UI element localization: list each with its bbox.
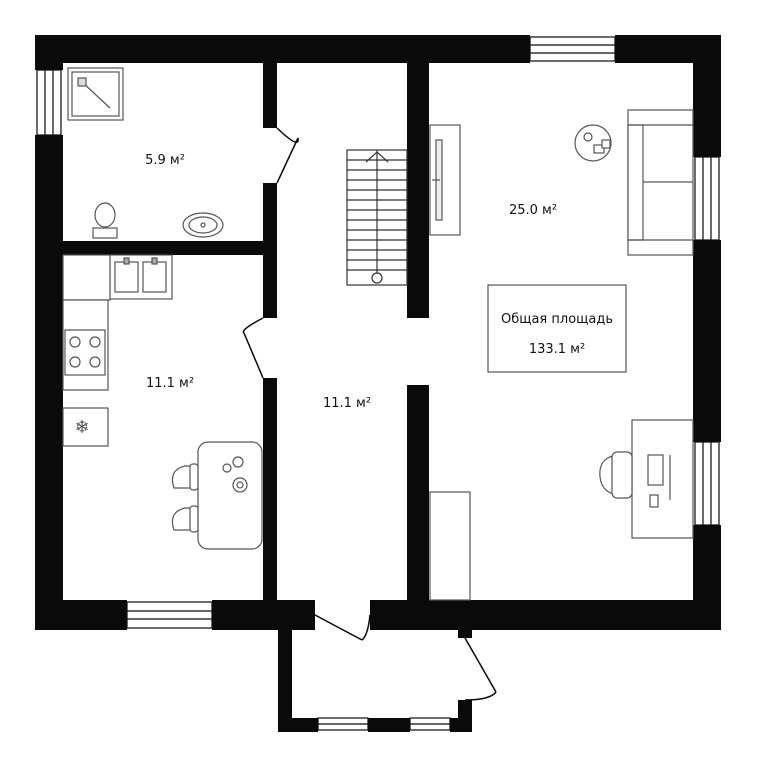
- door-kitchen: [243, 332, 264, 379]
- room-area-living: 25.0 м²: [509, 203, 557, 218]
- dining-table-icon: [197, 441, 263, 550]
- plant-icon: [574, 124, 612, 162]
- room-area-kitchen: 11.1 м²: [146, 376, 194, 391]
- outer-walls: [35, 35, 721, 630]
- office-chair-icon: [599, 451, 633, 499]
- door-entrance: [314, 614, 363, 641]
- total-area-title: Общая площадь: [501, 312, 613, 327]
- svg-text:❄: ❄: [74, 417, 89, 438]
- bathroom-fixtures: [67, 67, 224, 239]
- sofa-icon: [627, 109, 694, 256]
- tv-stand-icon: [429, 124, 461, 236]
- doors: [242, 127, 497, 701]
- total-area-box: Общая площадь 133.1 м²: [487, 284, 627, 373]
- kitchen-sink-icon: [109, 254, 173, 300]
- kitchen-fixtures: ❄: [62, 254, 263, 550]
- window-left: [36, 69, 62, 136]
- stove-icon: [64, 329, 106, 376]
- shelf-icon: [429, 491, 471, 601]
- sink-icon: [182, 212, 224, 238]
- shower-icon: [67, 67, 124, 121]
- fridge-icon: ❄: [62, 407, 109, 447]
- desk-icon: [631, 419, 694, 539]
- chair-icon: [171, 463, 199, 491]
- door-bathroom: [276, 137, 299, 184]
- window-bottom-kitchen: [126, 601, 213, 629]
- room-area-bathroom: 5.9 м²: [145, 153, 185, 168]
- window-right-upper: [694, 156, 720, 241]
- door-porch: [464, 637, 497, 693]
- living-furniture: [429, 109, 694, 601]
- staircase-icon: [346, 149, 408, 286]
- chair-icon: [171, 505, 199, 533]
- window-right-lower: [694, 441, 720, 526]
- windows: [36, 36, 720, 731]
- interior-walls: [63, 63, 472, 732]
- toilet-icon: [92, 202, 118, 239]
- room-area-hall: 11.1 м²: [323, 396, 371, 411]
- window-top: [529, 36, 616, 62]
- total-area-value: 133.1 м²: [529, 342, 585, 357]
